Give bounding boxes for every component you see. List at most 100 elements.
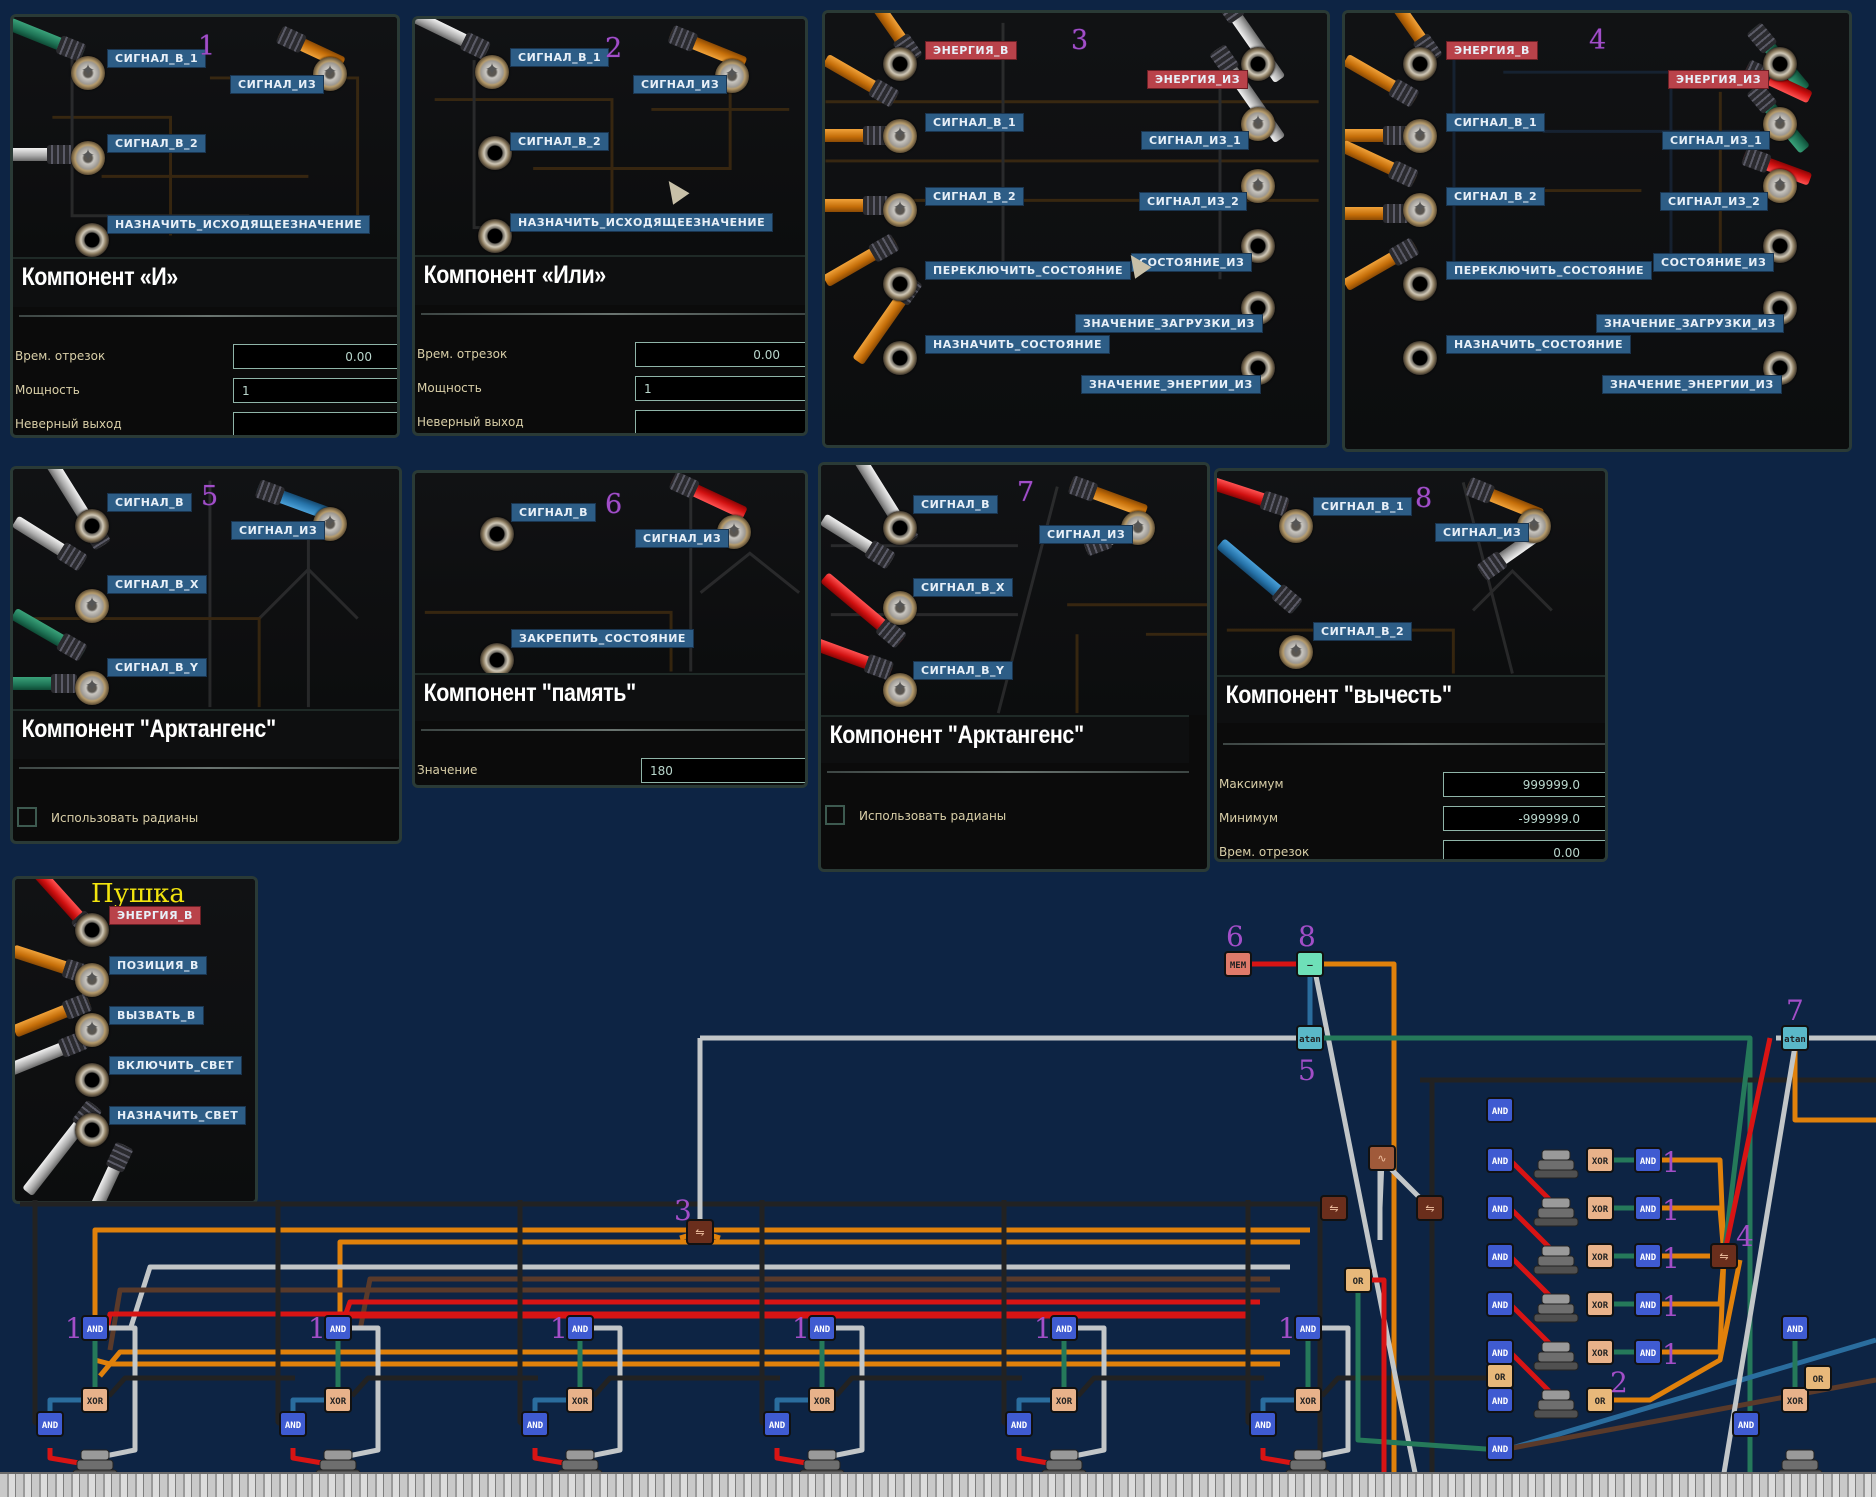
wire-white-cell[interactable] — [1317, 1325, 1351, 1459]
gate-and[interactable]: AND — [1634, 1243, 1662, 1269]
cable-white[interactable] — [13, 145, 73, 164]
pin-signal-out-1[interactable] — [1763, 107, 1797, 141]
cable-white[interactable] — [15, 1033, 88, 1076]
subtract-8[interactable]: — — [1296, 951, 1324, 977]
gate-xor[interactable]: XOR — [1294, 1387, 1322, 1413]
pin-toggle-state[interactable] — [883, 267, 917, 301]
speaker-icon[interactable] — [1533, 1389, 1579, 1419]
value-input[interactable] — [641, 758, 805, 783]
gate-xor[interactable]: XOR — [1586, 1339, 1614, 1365]
wire-black-drop[interactable] — [1245, 1200, 1252, 1426]
wire-white-cell[interactable] — [831, 1325, 865, 1459]
gate-and[interactable]: AND — [1781, 1315, 1809, 1341]
pin-signal-in-y[interactable] — [883, 673, 917, 707]
gate-and[interactable]: AND — [1634, 1147, 1662, 1173]
wire-orange-bus-4[interactable] — [98, 1349, 1290, 1378]
gate-and[interactable]: AND — [521, 1411, 549, 1437]
gate-xor[interactable]: XOR — [1586, 1243, 1614, 1269]
wire-red-cell[interactable] — [47, 1448, 86, 1467]
speaker-icon[interactable] — [1533, 1149, 1579, 1179]
gate-and[interactable]: AND — [1294, 1315, 1322, 1341]
gate-xor[interactable]: XOR — [1586, 1291, 1614, 1317]
gate-and[interactable]: AND — [1732, 1411, 1760, 1437]
power-input[interactable] — [233, 378, 397, 403]
pin-power-in[interactable] — [1403, 47, 1437, 81]
false-output-input[interactable] — [233, 412, 397, 435]
wire-red-row[interactable] — [1508, 1158, 1552, 1202]
wire-green-or[interactable] — [1355, 1292, 1501, 1453]
pin-set-state[interactable] — [1403, 341, 1437, 375]
pin-signal-in[interactable] — [75, 509, 109, 543]
cable-orange[interactable] — [825, 196, 889, 215]
cable-green[interactable] — [13, 674, 77, 693]
wire-white-cell[interactable] — [589, 1325, 623, 1459]
wire-orange-bus-2[interactable] — [337, 1239, 1300, 1330]
speaker-icon[interactable] — [1533, 1293, 1579, 1323]
gate-xor[interactable]: XOR — [1586, 1195, 1614, 1221]
pin-trigger-in[interactable] — [75, 1013, 109, 1047]
minimum-input[interactable] — [1443, 806, 1605, 831]
wire-orange-atan7[interactable] — [1792, 1046, 1876, 1123]
pin-signal-in-2[interactable] — [1279, 635, 1313, 669]
wire-white-cell[interactable] — [104, 1325, 138, 1459]
relay-switch-a[interactable]: ⇋ — [1320, 1195, 1348, 1221]
wire-red-cell[interactable] — [1260, 1448, 1299, 1467]
wire-black-cell[interactable] — [350, 1375, 538, 1398]
pin-signal-out-2[interactable] — [1763, 169, 1797, 203]
wire-orange-sub-out[interactable] — [1322, 961, 1397, 1497]
wire-red-cell[interactable] — [1016, 1448, 1055, 1467]
gate-or[interactable]: OR — [1804, 1365, 1832, 1391]
gate-and[interactable]: AND — [1486, 1291, 1514, 1317]
pin-toggle-light[interactable] — [75, 1063, 109, 1097]
gate-and[interactable]: AND — [1634, 1291, 1662, 1317]
wire-brown-long[interactable] — [1511, 1377, 1876, 1451]
wire-white-cell[interactable] — [1073, 1325, 1107, 1459]
speaker-icon[interactable] — [1533, 1245, 1579, 1275]
wire-black-drop[interactable] — [759, 1200, 766, 1426]
gate-and[interactable]: AND — [1486, 1243, 1514, 1269]
wire-black-drop[interactable] — [517, 1200, 524, 1426]
gate-xor[interactable]: XOR — [1050, 1387, 1078, 1413]
use-radians-checkbox[interactable] — [825, 805, 845, 825]
cable-orange[interactable] — [1345, 126, 1409, 145]
pin-signal-in-1[interactable] — [1279, 509, 1313, 543]
oscillator[interactable]: ∿ — [1368, 1145, 1396, 1171]
gate-and[interactable]: AND — [566, 1315, 594, 1341]
speaker-icon[interactable] — [1533, 1197, 1579, 1227]
wire-black-cell[interactable] — [834, 1375, 1022, 1398]
wire-red-row[interactable] — [1508, 1302, 1552, 1346]
pin-signal-in-1[interactable] — [475, 55, 509, 89]
relay-3[interactable]: ⇋ — [686, 1219, 714, 1245]
wire-green-atan5[interactable] — [1322, 1035, 1753, 1497]
wire-white-sub[interactable] — [1313, 975, 1423, 1497]
pin-signal-in[interactable] — [883, 511, 917, 545]
gate-and[interactable]: AND — [1050, 1315, 1078, 1341]
wire-black-cell[interactable] — [592, 1375, 780, 1398]
cable-orange[interactable] — [825, 126, 889, 145]
pin-signal-in-1[interactable] — [71, 56, 105, 90]
pin-signal-out[interactable] — [313, 57, 347, 91]
pin-position-in[interactable] — [75, 963, 109, 997]
wire-orange-row[interactable] — [1662, 1205, 1727, 1257]
gate-and[interactable]: AND — [1634, 1339, 1662, 1365]
gate-or[interactable]: OR — [1344, 1267, 1372, 1293]
gate-and[interactable]: AND — [1486, 1387, 1514, 1413]
wire-red-row[interactable] — [1508, 1254, 1552, 1298]
wire-green-relay4[interactable] — [1721, 1039, 1753, 1257]
memory-6[interactable]: MEM — [1224, 951, 1252, 977]
use-radians-checkbox[interactable] — [17, 807, 37, 827]
wire-white-cell[interactable] — [347, 1325, 381, 1459]
pin-power-in[interactable] — [75, 913, 109, 947]
gate-and[interactable]: AND — [36, 1411, 64, 1437]
gate-and[interactable]: AND — [1634, 1195, 1662, 1221]
wire-black-cell[interactable] — [1076, 1375, 1264, 1398]
pin-signal-in-2[interactable] — [1403, 193, 1437, 227]
pin-signal-in-1[interactable] — [883, 119, 917, 153]
gate-xor[interactable]: XOR — [808, 1387, 836, 1413]
pin-set-output[interactable] — [478, 219, 512, 253]
gate-and[interactable]: AND — [1486, 1339, 1514, 1365]
pin-signal-in-x[interactable] — [883, 591, 917, 625]
time-slice-input[interactable] — [1443, 840, 1605, 859]
time-slice-input[interactable] — [233, 344, 397, 369]
pin-set-state[interactable] — [883, 341, 917, 375]
